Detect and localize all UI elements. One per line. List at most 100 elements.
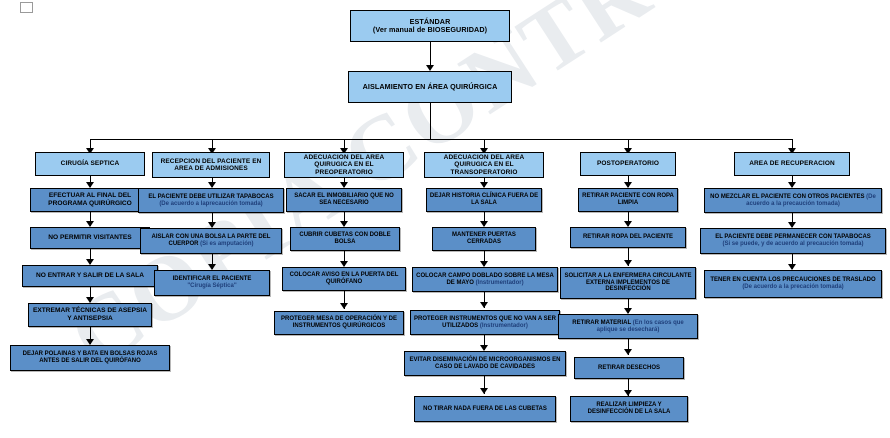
step-c1-2-label: NO PERMITIR VISITANTES	[48, 234, 132, 242]
step-c6-1-label: NO MEZCLAR EL PACIENTE CON OTROS PACIENT…	[710, 193, 865, 200]
connector-bus-to-col4	[484, 139, 485, 152]
arrow-bus-to-col3	[340, 148, 348, 154]
arrow-root-to-level2	[426, 65, 434, 71]
step-c5-3[interactable]: SOLICITAR A LA ENFERMERA CIRCULANTE EXTE…	[560, 267, 696, 299]
step-c1-2[interactable]: NO PERMITIR VISITANTES	[30, 227, 150, 249]
arrow-c5-2	[624, 260, 632, 266]
node-aislamiento-title: AISLAMIENTO EN ÁREA QUIRÚRGICA	[362, 81, 498, 91]
step-c1-4[interactable]: EXTREMAR TÉCNICAS DE ASEPSIA Y ANTISEPSI…	[28, 303, 152, 327]
connector-c4-2	[484, 251, 485, 266]
step-c5-6[interactable]: REALIZAR LIMPIEZA Y DESINFECCIÓN DE LA S…	[570, 396, 688, 422]
step-c4-4-note: (Instrumentador)	[479, 322, 528, 329]
step-c5-4-label: RETIRAR MATERIAL	[572, 319, 632, 326]
arrow-c1-1	[86, 221, 94, 227]
step-c2-2[interactable]: AISLAR CON UNA BOLSA LA PARTE DEL CUERPO…	[140, 228, 282, 254]
step-c4-1[interactable]: DEJAR HISTORIA CLÍNICA FUERA DE LA SALA	[426, 188, 542, 212]
connector-c3-3	[344, 291, 345, 309]
node-estandar[interactable]: ESTÁNDAR (Ver manual de BIOSEGURIDAD)	[350, 10, 510, 42]
corner-marker-icon	[20, 2, 33, 13]
connector-c1-0	[90, 176, 91, 187]
step-c3-4[interactable]: PROTEGER MESA DE OPERACIÓN Y DE INSTRUME…	[274, 311, 404, 335]
step-c1-5-label: DEJAR POLAINAS Y BATA EN BOLSAS ROJAS AN…	[22, 351, 158, 364]
step-c1-1-label: EFECTUAR AL FINAL DEL PROGRAMA QUIRÚRGIC…	[48, 192, 132, 207]
step-c5-5[interactable]: RETIRAR DESECHOS	[574, 357, 684, 379]
step-c4-3-note: (Instrumentador)	[475, 279, 524, 286]
step-c2-2-label: AISLAR CON UNA BOLSA LA PARTE DEL CUERPO…	[151, 234, 271, 247]
connector-c5-4	[628, 339, 629, 355]
step-c5-6-label: REALIZAR LIMPIEZA Y DESINFECCIÓN DE LA S…	[587, 402, 671, 415]
arrow-c1-0	[86, 182, 94, 188]
connector-c4-1	[484, 212, 485, 226]
column-header-label: ADECUACION DEL AREA QUIRUGICA EN EL TRAN…	[443, 153, 525, 176]
step-c5-2[interactable]: RETIRAR ROPA DEL PACIENTE	[570, 227, 686, 248]
step-c4-4[interactable]: PROTEGER INSTRUMENTOS QUE NO VAN A SER U…	[410, 310, 560, 335]
column-header-label: CIRUGÍA SEPTICA	[60, 160, 120, 168]
column-header-recepcion-paciente[interactable]: RECEPCION DEL PACIENTE EN AREA DE ADMISI…	[152, 152, 270, 178]
connector-c5-2	[628, 248, 629, 266]
column-header-cirugia-septica[interactable]: CIRUGÍA SEPTICA	[35, 152, 145, 176]
step-c6-2-content: EL PACIENTE DEBE PERMANECER CON TAPABOCA…	[703, 234, 883, 248]
arrow-c2-1	[208, 222, 216, 228]
step-c6-3-note: (De acuerdo a la precación tomada)	[742, 284, 844, 290]
step-c2-1[interactable]: EL PACIENTE DEBE UTILIZAR TAPABOCAS (De …	[138, 188, 284, 213]
step-c2-3-content: IDENTIFICAR EL PACIENTE "Cirugía Séptica…	[157, 276, 267, 290]
column-header-recuperacion[interactable]: AREA DE RECUPERACION	[734, 152, 850, 176]
step-c3-2[interactable]: CUBRIR CUBETAS CON DOBLE BOLSA	[290, 227, 400, 251]
step-c2-3-label: IDENTIFICAR EL PACIENTE	[172, 276, 252, 283]
step-c6-2[interactable]: EL PACIENTE DEBE PERMANECER CON TAPABOCA…	[700, 228, 886, 254]
connector-c3-2	[344, 251, 345, 266]
step-c5-4-content: RETIRAR MATERIAL (En los casos que apliq…	[561, 320, 695, 334]
connector-c4-3	[484, 292, 485, 308]
connector-bus-to-col6	[792, 139, 793, 152]
column-header-label: POSTOPERATORIO	[596, 160, 660, 168]
arrow-c4-1	[480, 221, 488, 227]
arrow-c3-2	[340, 261, 348, 267]
step-c1-1[interactable]: EFECTUAR AL FINAL DEL PROGRAMA QUIRÚRGIC…	[30, 188, 150, 212]
step-c4-2[interactable]: MANTENER PUERTAS CERRADAS	[432, 227, 536, 251]
step-c4-5-label: EVITAR DISEMINACIÓN DE MICROORGANISMOS E…	[409, 356, 561, 370]
connector-c5-0	[628, 176, 629, 187]
step-c5-1[interactable]: RETIRAR PACIENTE CON ROPA LIMPIA	[578, 188, 678, 212]
arrow-c2-0	[208, 182, 216, 188]
arrow-c1-4	[86, 339, 94, 345]
column-header-postoperatorio[interactable]: POSTOPERATORIO	[580, 152, 676, 176]
column-header-label: AREA DE RECUPERACION	[749, 160, 835, 168]
arrow-c4-2	[480, 261, 488, 267]
step-c4-6[interactable]: NO TIRAR NADA FUERA DE LAS CUBETAS	[414, 396, 556, 422]
connector-c2-2	[212, 254, 213, 269]
connector-bus-to-col2	[212, 139, 213, 152]
arrow-c4-0	[480, 182, 488, 188]
step-c2-1-label: EL PACIENTE DEBE UTILIZAR TAPABOCAS	[148, 193, 274, 200]
step-c6-2-label: EL PACIENTE DEBE PERMANECER CON TAPABOCA…	[715, 234, 871, 241]
connector-root-to-level2	[430, 42, 431, 69]
connector-level2-down	[430, 103, 431, 139]
step-c6-2-note: (Si se puede, y de acuerdo al precaución…	[722, 241, 864, 247]
column-header-preoperatorio[interactable]: ADECUACION DEL AREA QUIRUGICA EN EL PREO…	[284, 152, 404, 178]
step-c5-3-label: SOLICITAR A LA ENFERMERA CIRCULANTE EXTE…	[564, 272, 692, 293]
step-c6-1[interactable]: NO MEZCLAR EL PACIENTE CON OTROS PACIENT…	[704, 188, 882, 213]
arrow-c3-0	[340, 182, 348, 188]
step-c3-1[interactable]: SACAR EL INMOBILIARIO QUE NO SEA NECESAR…	[286, 188, 402, 212]
step-c2-1-content: EL PACIENTE DEBE UTILIZAR TAPABOCAS (De …	[141, 194, 281, 208]
step-c4-5[interactable]: EVITAR DISEMINACIÓN DE MICROORGANISMOS E…	[404, 351, 566, 376]
column-header-transoperatorio[interactable]: ADECUACION DEL AREA QUIRUGICA EN EL TRAN…	[424, 152, 544, 178]
connector-c5-3	[628, 299, 629, 313]
step-c1-5[interactable]: DEJAR POLAINAS Y BATA EN BOLSAS ROJAS AN…	[10, 345, 170, 371]
step-c1-3[interactable]: NO ENTRAR Y SALIR DE LA SALA	[22, 265, 158, 287]
step-c6-3-content: TENER EN CUENTA LOS PRECAUCIONES DE TRAS…	[707, 277, 879, 291]
step-c1-4-label: EXTREMAR TÉCNICAS DE ASEPSIA Y ANTISEPSI…	[32, 307, 148, 322]
step-c4-4-content: PROTEGER INSTRUMENTOS QUE NO VAN A SER U…	[413, 316, 557, 330]
arrow-bus-to-col5	[624, 148, 632, 154]
connector-c5-5	[628, 379, 629, 396]
step-c1-3-label: NO ENTRAR Y SALIR DE LA SALA	[36, 272, 144, 280]
step-c4-3[interactable]: COLOCAR CAMPO DOBLADO SOBRE LA MESA DE M…	[412, 267, 558, 292]
node-aislamiento[interactable]: AISLAMIENTO EN ÁREA QUIRÚRGICA	[348, 71, 512, 103]
node-estandar-subtitle: (Ver manual de BIOSEGURIDAD)	[372, 25, 488, 34]
step-c2-3[interactable]: IDENTIFICAR EL PACIENTE "Cirugía Séptica…	[154, 270, 270, 296]
connector-bus-to-col3	[344, 139, 345, 152]
connector-bus-to-col5	[628, 139, 629, 152]
step-c5-4[interactable]: RETIRAR MATERIAL (En los casos que apliq…	[558, 314, 698, 339]
step-c6-3[interactable]: TENER EN CUENTA LOS PRECAUCIONES DE TRAS…	[704, 270, 882, 298]
step-c3-3[interactable]: COLOCAR AVISO EN LA PUERTA DEL QUIRÓFANO	[282, 267, 406, 291]
arrow-c6-2	[788, 264, 796, 270]
